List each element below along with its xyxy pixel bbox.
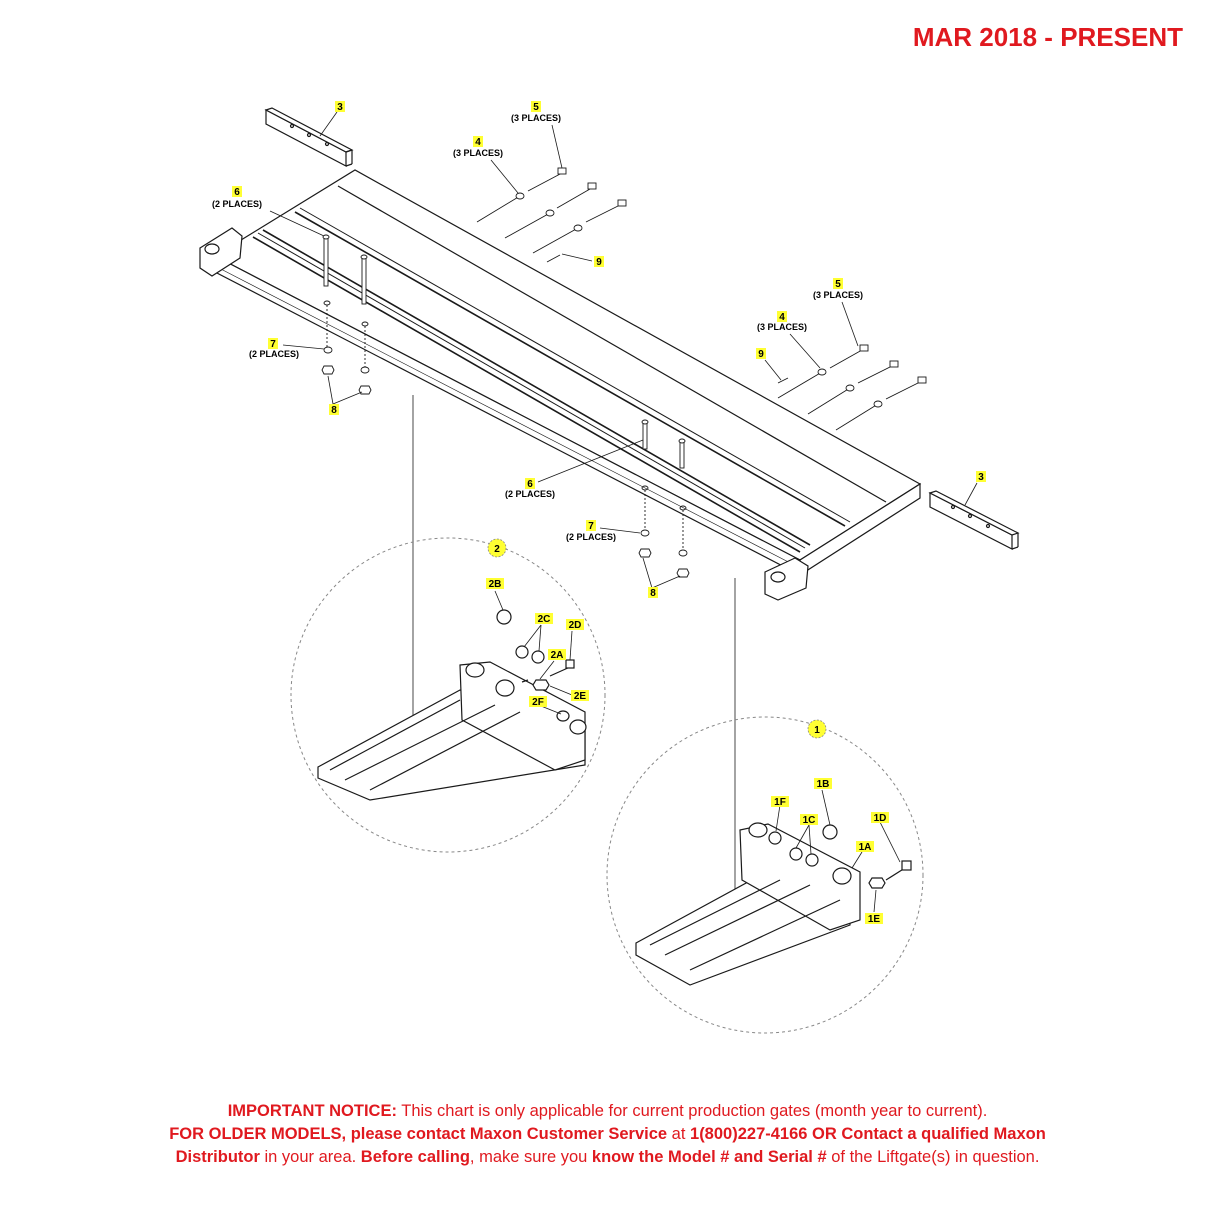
callout-1C: 1C [803,815,816,826]
callout-2F: 2F [532,697,544,708]
callout-4-left-places: (3 PLACES) [453,148,503,158]
callout-4-left: 4 [475,137,481,148]
callout-1: 1 [814,725,820,736]
bolt-set-right [777,344,927,431]
callout-1D: 1D [874,813,887,824]
callout-2B: 2B [489,579,502,590]
part-3-bar-right [928,490,1020,550]
notice-area-text: in your area. [259,1148,361,1166]
callout-1E: 1E [868,914,881,925]
notice-distributor: Distributor [175,1148,260,1166]
callout-8-left: 8 [331,405,337,416]
callout-4-right: 4 [779,312,785,323]
callout-5-left-places: (3 PLACES) [511,113,561,123]
callout-9-right: 9 [758,349,764,360]
callout-7-mid: 7 [588,521,594,532]
callout-7-mid-places: (2 PLACES) [566,532,616,542]
callout-8-mid: 8 [650,588,656,599]
callout-6-mid-places: (2 PLACES) [505,489,555,499]
callout-1A: 1A [859,842,872,853]
detail-1-hinge [635,822,912,986]
callout-3-right: 3 [978,472,984,483]
notice-before-calling: Before calling [360,1148,470,1166]
callout-2C: 2C [538,614,551,625]
notice-question: of the Liftgate(s) in question. [826,1148,1040,1166]
detail-circle-1 [606,716,924,1034]
callout-1B: 1B [817,779,830,790]
notice-model-serial: know the Model # and Serial # [591,1148,827,1166]
callout-leaders [269,111,978,913]
callout-9-top: 9 [596,257,602,268]
pins-left [321,234,372,395]
platform-main [199,169,922,601]
notice-make-sure: , make sure you [469,1148,592,1166]
pins-mid [638,419,690,578]
notice-older-models: FOR OLDER MODELS, please contact Maxon C… [169,1125,668,1143]
important-notice: IMPORTANT NOTICE: This chart is only app… [0,1100,1215,1169]
callout-5-left: 5 [533,102,539,113]
callout-2E: 2E [574,691,587,702]
callout-7-left: 7 [270,339,276,350]
callout-7-left-places: (2 PLACES) [249,349,299,359]
notice-heading: IMPORTANT NOTICE: [227,1102,397,1120]
callout-2D: 2D [569,620,582,631]
detail-2-hinge [317,609,587,801]
callout-4-right-places: (3 PLACES) [757,322,807,332]
callout-2A: 2A [551,650,564,661]
part-3-bar-left [264,107,354,167]
notice-line-2: FOR OLDER MODELS, please contact Maxon C… [0,1123,1215,1146]
callout-5-right-places: (3 PLACES) [813,290,863,300]
notice-line-3: Distributor in your area. Before calling… [0,1146,1215,1169]
notice-line-1: IMPORTANT NOTICE: This chart is only app… [0,1100,1215,1123]
detail-circle-2 [290,537,606,853]
callout-3-top: 3 [337,102,343,113]
callout-labels: 3 5 (3 PLACES) 4 (3 PLACES) 6 (2 PLACES)… [212,101,986,925]
callout-6-left-places: (2 PLACES) [212,199,262,209]
notice-at: at [667,1125,691,1143]
callout-2: 2 [494,544,500,555]
callout-6-mid: 6 [527,479,533,490]
bolt-set-left [476,167,627,263]
date-range-title: MAR 2018 - PRESENT [912,22,1183,52]
notice-line-1-text: This chart is only applicable for curren… [396,1102,988,1120]
notice-phone: 1(800)227-4166 OR Contact a qualified Ma… [690,1125,1046,1143]
callout-1F: 1F [774,797,786,808]
callout-6-left: 6 [234,187,240,198]
callout-5-right: 5 [835,279,841,290]
